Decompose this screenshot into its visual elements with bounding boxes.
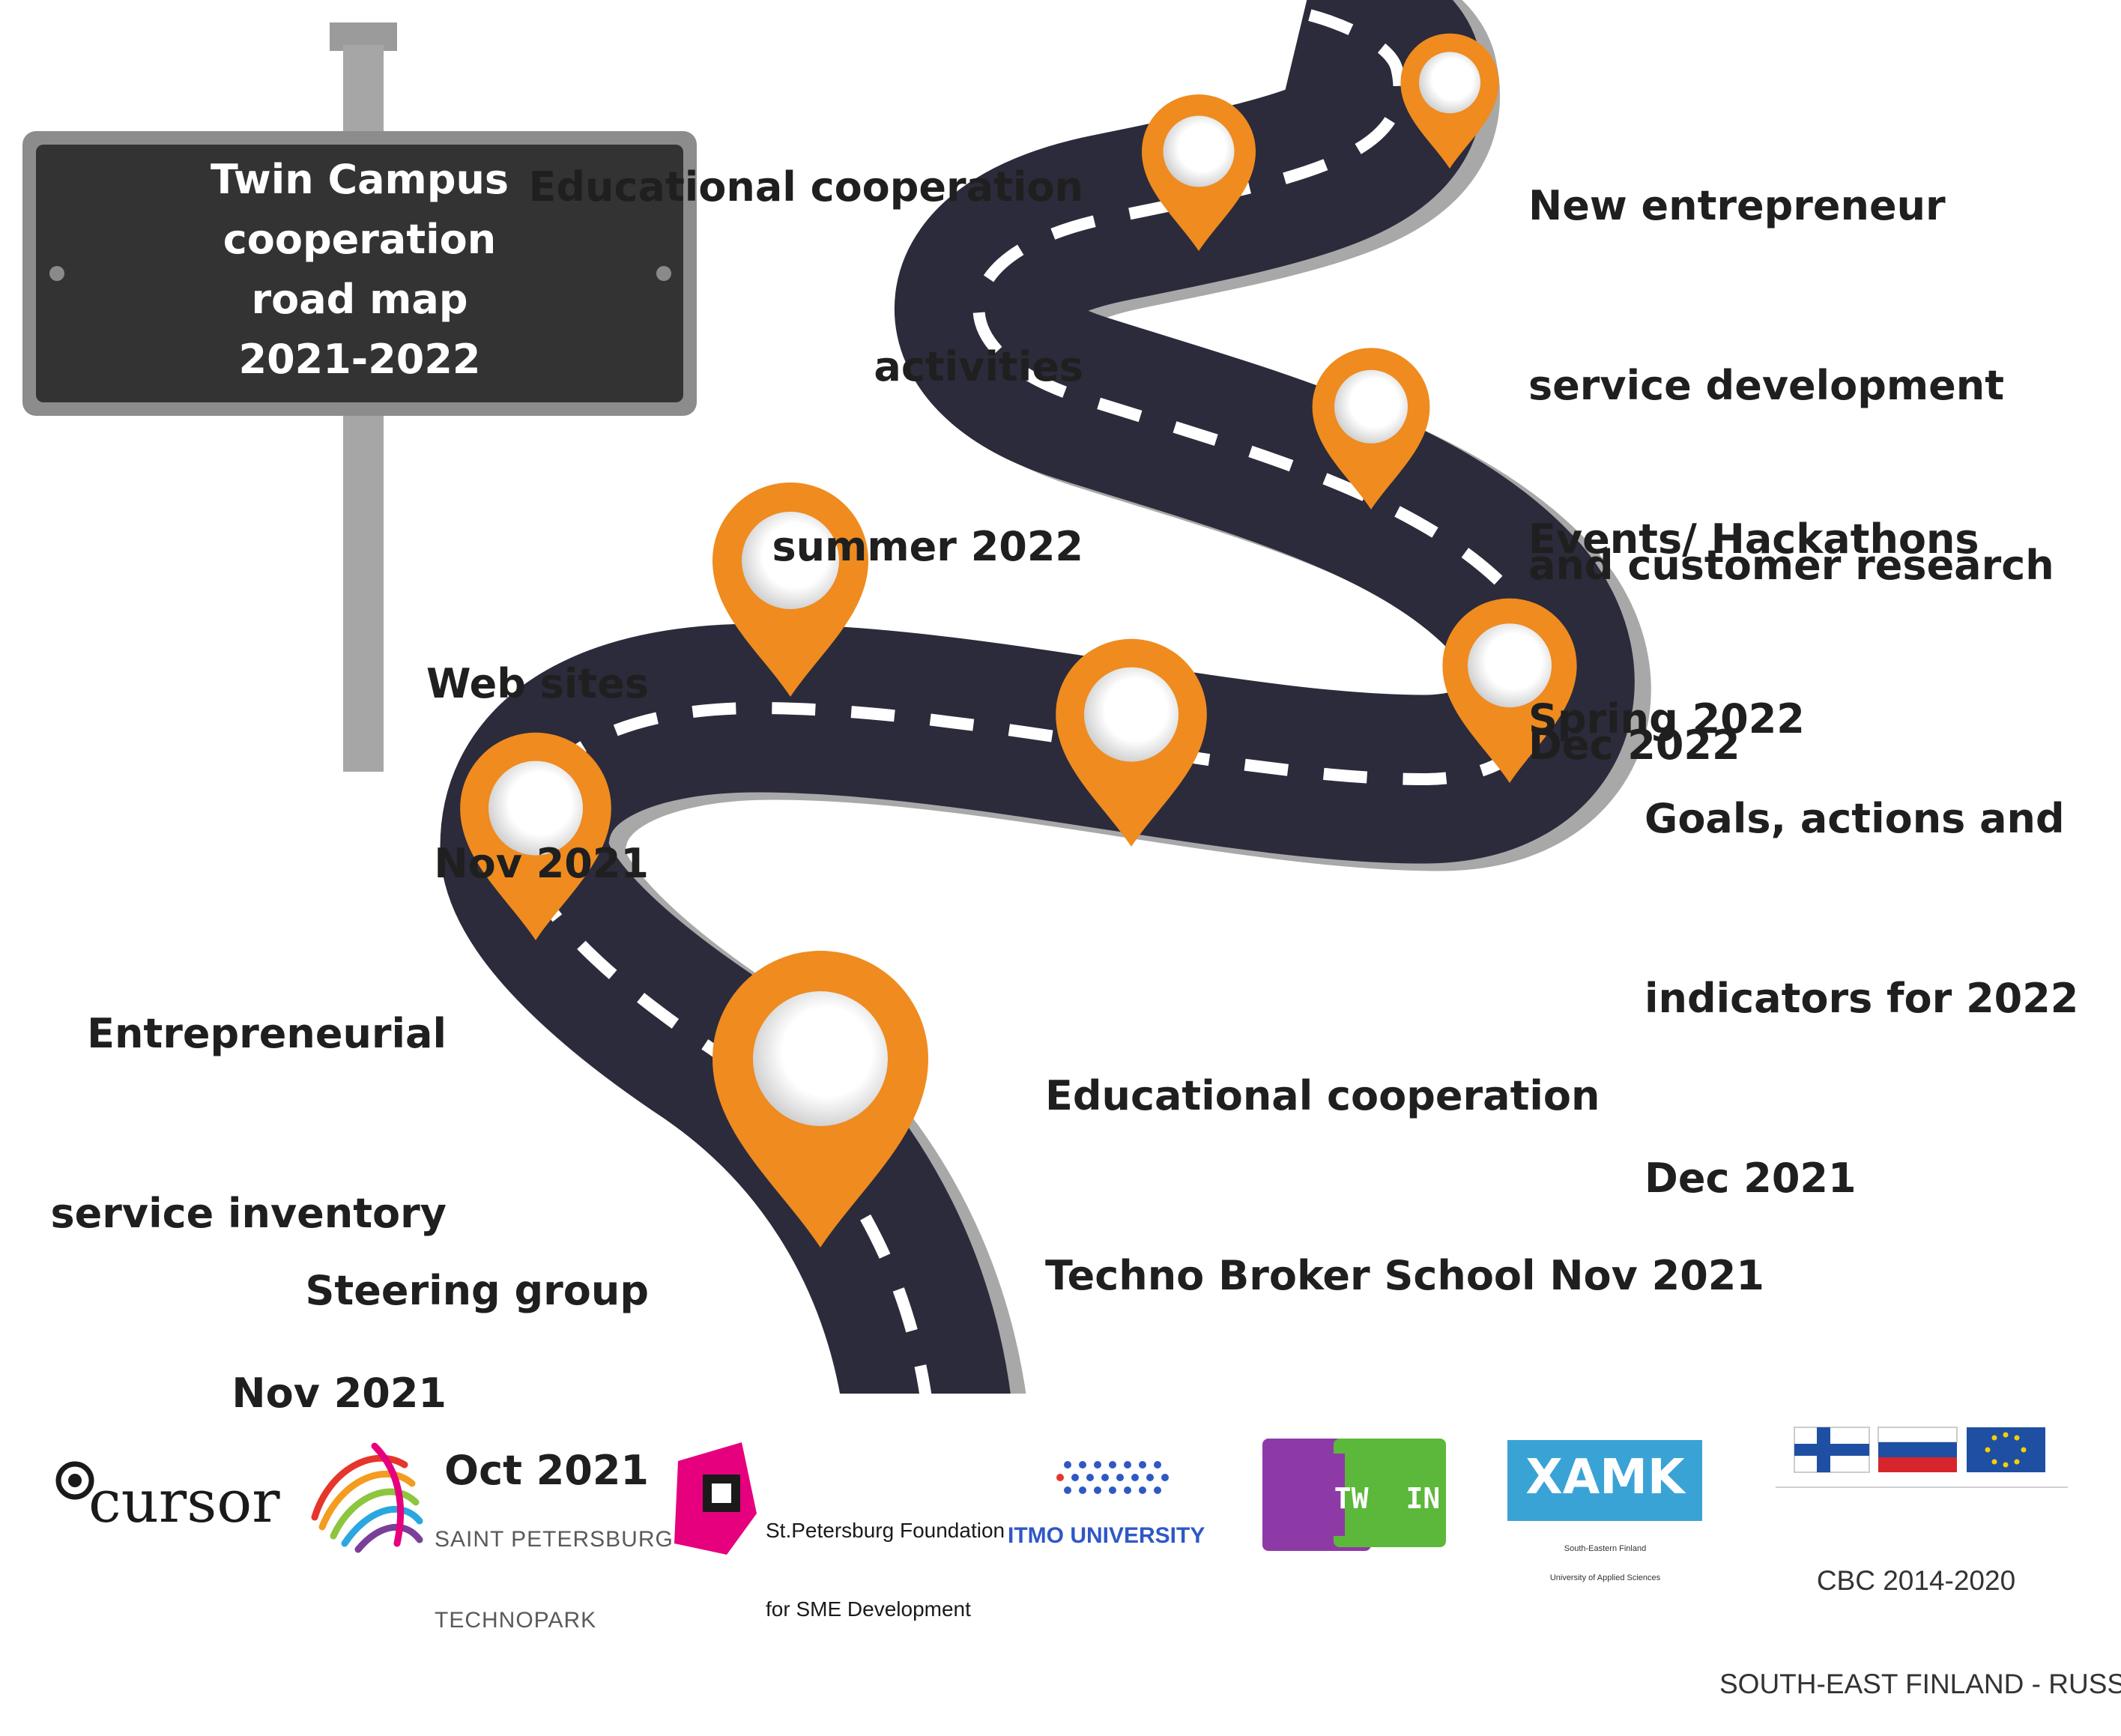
xamk-sub-line: University of Applied Sciences [1549,1573,1661,1582]
twincampus-letters: TW IN CAM PUS [1300,1445,1445,1588]
milestone-line: Educational cooperation [528,163,1083,211]
sign-bolt-left [49,266,64,281]
milestone-dec-2022: New entrepreneur service development and… [1528,56,2054,835]
milestone-line: Entrepreneurial [87,1010,447,1057]
pin-dec-2022 [1400,33,1499,169]
cbc-line: SOUTH-EAST FINLAND - RUSSIA [1719,1669,2121,1699]
xamk-subtitle: South-Eastern Finland University of Appl… [1506,1525,1704,1593]
milestone-line: Spring 2022 [1528,695,1805,743]
milestone-line: New entrepreneur [1528,182,1946,229]
milestone-line: and customer research [1528,542,2054,589]
technopark-swirl [311,1442,423,1553]
flag-finland [1794,1427,1870,1473]
milestone-goals: Goals, actions and indicators for 2022 D… [1645,669,2078,1268]
milestone-line: summer 2022 [772,523,1083,570]
milestone-line: Web sites [426,660,649,707]
xamk-logo-text: XAMK [1525,1450,1685,1505]
foundation-logo-mark [674,1442,757,1555]
milestone-line: service development [1528,362,2005,409]
milestone-line: Steering group [305,1267,649,1314]
sign-line: Twin Campus [210,156,509,203]
sign-bolt-right [656,266,671,281]
sign-board [22,131,697,416]
pin-summer-2022 [1142,94,1256,251]
flag-eu [1967,1427,2045,1472]
pin-goals [1442,598,1577,783]
pin-techno-broker [1056,638,1207,847]
twin-cam: CAM [1328,1554,1380,1587]
milestone-summer-2022: Educational cooperation activities summe… [529,37,1083,637]
twin-tw: TW [1334,1482,1369,1515]
sign-line: 2021-2022 [238,336,481,383]
xamk-logo-box [1507,1440,1702,1521]
milestone-steering: Steering group Oct 2021 [306,1141,649,1561]
roadmap-canvas [22,0,2068,1555]
technopark-line: SAINT PETERSBURG [435,1527,674,1552]
milestone-line: Oct 2021 [444,1447,649,1494]
xamk-sub-line: South-Eastern Finland [1564,1544,1647,1553]
foundation-logo-text: St.Petersburg Foundation for SME Develop… [766,1465,1005,1648]
cbc-text: CBC 2014-2020 SOUTH-EAST FINLAND - RUSSI… [1719,1495,2121,1736]
foundation-line: St.Petersburg Foundation [766,1519,1005,1542]
cbc-line: CBC 2014-2020 [1816,1565,2016,1596]
milestone-line: Nov 2021 [434,840,649,887]
pin-inventory [460,732,611,940]
milestone-line: Dec 2022 [1528,722,1740,769]
twincampus-logo [1262,1439,1446,1551]
milestone-line: Dec 2021 [1645,1155,1857,1202]
milestone-techno-broker: Educational cooperation Techno Broker Sc… [1045,946,1764,1366]
pin-spring-2022 [1312,348,1430,509]
technopark-logo-text: SAINT PETERSBURG TECHNOPARK [435,1472,674,1661]
milestone-line: Goals, actions and [1645,795,2065,842]
milestone-line: Techno Broker School Nov 2021 [1045,1252,1764,1299]
pin-web-sites [712,483,868,697]
milestone-web-sites: Web sites Nov 2021 [426,534,649,954]
cursor-logo: cursor [88,1469,280,1536]
milestone-spring-2022: Events/ Hackathons Spring 2022 [1528,390,1979,809]
milestone-inventory: Entrepreneurial service inventory Nov 20… [50,884,447,1484]
milestone-line: Nov 2021 [232,1370,447,1417]
pin-steering [712,951,928,1247]
milestone-line: service inventory [50,1190,447,1237]
milestone-line: activities [874,343,1083,390]
sign-line: road map [251,276,468,323]
itmo-dots [1056,1461,1169,1494]
sign-title: Twin Campus cooperation road map 2021-2022 [37,150,682,390]
sign-line: cooperation [223,216,497,263]
milestone-line: indicators for 2022 [1645,975,2079,1022]
cursor-logo-mark [55,1461,94,1500]
technopark-line: TECHNOPARK [435,1608,597,1633]
foundation-line: for SME Development [766,1597,971,1621]
twin-in: IN [1406,1482,1441,1515]
milestone-line: Events/ Hackathons [1528,515,1979,563]
flag-russia [1878,1427,1958,1472]
milestone-line: Educational cooperation [1045,1072,1600,1119]
twin-pus: PUS [1393,1554,1445,1587]
itmo-logo-text: ITMO UNIVERSITY [1008,1523,1205,1548]
